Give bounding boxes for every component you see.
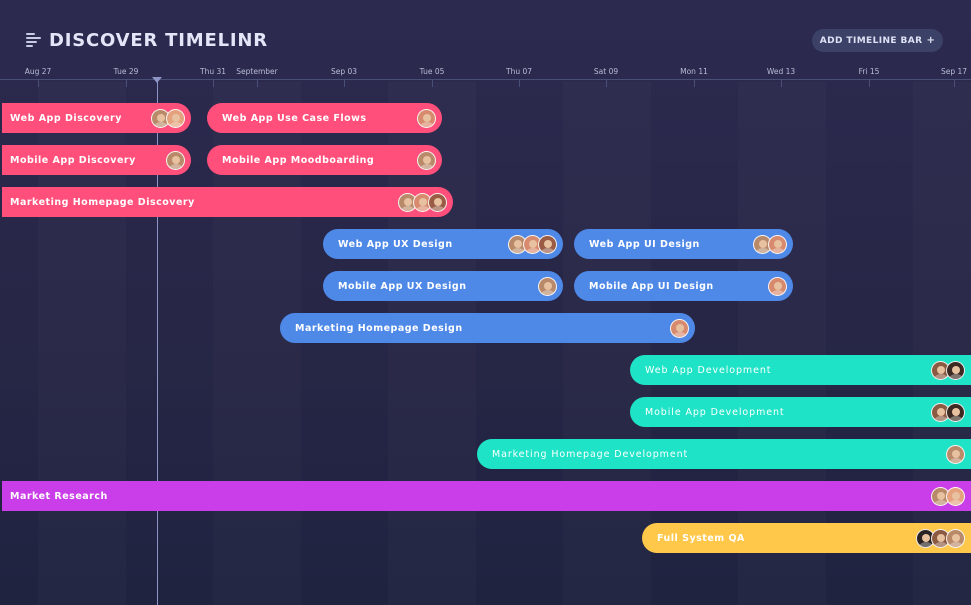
avatar[interactable] — [151, 108, 170, 128]
timeline-bar[interactable]: Web App UI Design — [574, 229, 793, 259]
avatar-group[interactable] — [753, 234, 789, 254]
tick-label: Sep 03 — [330, 67, 358, 76]
timeline-bar[interactable]: Market Research — [2, 481, 971, 511]
avatar-group[interactable] — [916, 528, 967, 548]
bar-label: Web App Development — [645, 364, 772, 376]
avatar-group[interactable] — [398, 192, 449, 212]
avatar-group[interactable] — [508, 234, 559, 254]
timeline-bar[interactable]: Web App Development — [630, 355, 971, 385]
avatar-group[interactable] — [417, 108, 438, 128]
bar-label: Web App Discovery — [10, 112, 122, 124]
timeline-logo-icon — [26, 33, 42, 48]
avatar[interactable] — [946, 528, 965, 548]
tick-label: Tue 29 — [113, 67, 139, 76]
avatar[interactable] — [946, 444, 965, 464]
tick-mark — [257, 80, 258, 87]
timeline-bar[interactable]: Mobile App UX Design — [323, 271, 563, 301]
bar-label: Web App UX Design — [338, 238, 453, 250]
today-line[interactable] — [157, 80, 158, 605]
timeline-bar[interactable]: Marketing Homepage Discovery — [2, 187, 453, 217]
tick-label: Aug 27 — [24, 67, 52, 76]
avatar[interactable] — [417, 108, 436, 128]
avatar[interactable] — [931, 528, 950, 548]
avatar[interactable] — [946, 402, 965, 422]
timeline-bar[interactable]: Mobile App Discovery — [2, 145, 191, 175]
avatar-group[interactable] — [538, 276, 559, 296]
tick-mark — [781, 80, 782, 87]
tick-label: Sep 17 — [940, 67, 968, 76]
avatar[interactable] — [538, 234, 557, 254]
avatar[interactable] — [538, 276, 557, 296]
avatar[interactable] — [946, 360, 965, 380]
bar-label: Mobile App Development — [645, 406, 785, 418]
tick-mark — [38, 80, 39, 87]
avatar-group[interactable] — [931, 360, 967, 380]
avatar-group[interactable] — [151, 108, 187, 128]
avatar[interactable] — [670, 318, 689, 338]
tick-label: September — [236, 67, 278, 76]
tick-label: Mon 11 — [680, 67, 708, 76]
page-title: DISCOVER TIMELINR — [49, 30, 268, 51]
avatar-group[interactable] — [417, 150, 438, 170]
timeline-bar[interactable]: Mobile App Moodboarding — [207, 145, 442, 175]
tick-mark — [954, 80, 955, 87]
tick-label: Thu 07 — [505, 67, 533, 76]
bar-label: Marketing Homepage Development — [492, 448, 689, 460]
tick-mark — [694, 80, 695, 87]
avatar-group[interactable] — [931, 486, 967, 506]
tick-label: Thu 31 — [199, 67, 227, 76]
bar-label: Marketing Homepage Design — [295, 322, 463, 334]
timeline-bar[interactable]: Web App UX Design — [323, 229, 563, 259]
tick-mark — [606, 80, 607, 87]
timeline-bar[interactable]: Marketing Homepage Development — [477, 439, 971, 469]
avatar[interactable] — [946, 486, 965, 506]
timeline-bar[interactable]: Mobile App Development — [630, 397, 971, 427]
avatar-group[interactable] — [166, 150, 187, 170]
avatar[interactable] — [428, 192, 447, 212]
avatar-group[interactable] — [768, 276, 789, 296]
avatar-group[interactable] — [670, 318, 691, 338]
tick-label: Wed 13 — [766, 67, 796, 76]
avatar[interactable] — [768, 234, 787, 254]
bar-label: Web App Use Case Flows — [222, 112, 367, 124]
tick-label: Fri 15 — [858, 67, 880, 76]
tick-mark — [344, 80, 345, 87]
avatar-group[interactable] — [931, 402, 967, 422]
avatar-group[interactable] — [946, 444, 967, 464]
timeline-bar[interactable]: Full System QA — [642, 523, 971, 553]
timeline-bar[interactable]: Web App Use Case Flows — [207, 103, 442, 133]
bar-label: Mobile App UX Design — [338, 280, 467, 292]
bar-label: Web App UI Design — [589, 238, 700, 250]
tick-label: Tue 05 — [419, 67, 445, 76]
tick-mark — [519, 80, 520, 87]
tick-mark — [213, 80, 214, 87]
add-button-label: ADD TIMELINE BAR — [819, 35, 923, 46]
timeline-axis — [0, 79, 971, 80]
plus-icon: + — [926, 35, 936, 46]
avatar[interactable] — [398, 192, 417, 212]
timeline-bar[interactable]: Marketing Homepage Design — [280, 313, 695, 343]
tick-mark — [432, 80, 433, 87]
app-header: DISCOVER TIMELINR ADD TIMELINE BAR + — [0, 0, 971, 80]
tick-label: Sat 09 — [593, 67, 619, 76]
avatar[interactable] — [768, 276, 787, 296]
bar-label: Mobile App UI Design — [589, 280, 714, 292]
timeline-bar[interactable]: Mobile App UI Design — [574, 271, 793, 301]
avatar[interactable] — [166, 108, 185, 128]
today-marker-icon[interactable] — [152, 77, 162, 83]
tick-mark — [869, 80, 870, 87]
add-timeline-bar-button[interactable]: ADD TIMELINE BAR + — [812, 29, 943, 52]
timeline-bar[interactable]: Web App Discovery — [2, 103, 191, 133]
bar-label: Market Research — [10, 490, 108, 502]
tick-mark — [126, 80, 127, 87]
avatar[interactable] — [417, 150, 436, 170]
avatar[interactable] — [166, 150, 185, 170]
bar-label: Marketing Homepage Discovery — [10, 196, 195, 208]
avatar[interactable] — [413, 192, 432, 212]
bar-label: Mobile App Moodboarding — [222, 154, 375, 166]
bar-label: Mobile App Discovery — [10, 154, 136, 166]
avatar[interactable] — [931, 486, 950, 506]
bar-label: Full System QA — [657, 532, 745, 544]
